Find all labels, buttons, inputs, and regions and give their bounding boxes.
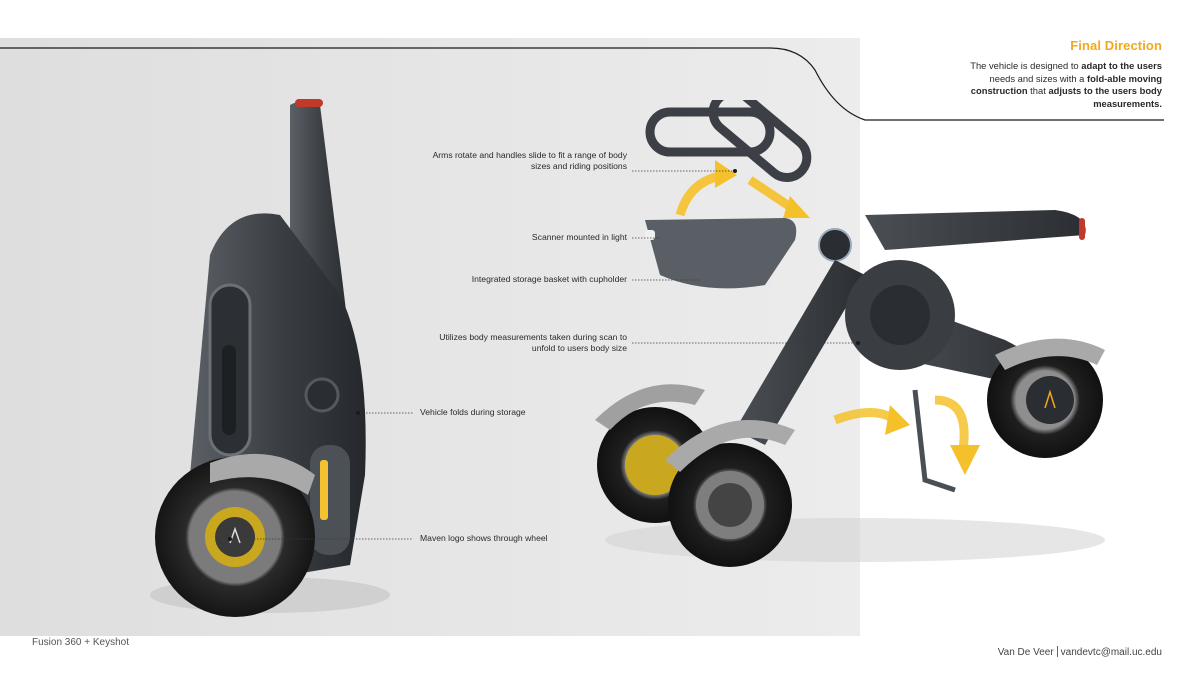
description-part: that (1027, 85, 1049, 97)
callout-basket: Integrated storage basket with cupholder (471, 274, 627, 284)
callout-logo: Maven logo shows through wheel (420, 533, 548, 543)
description-part: The vehicle is designed to (970, 60, 1082, 71)
author-credit: Van De Veer vandevtc@mail.uc.edu (998, 646, 1162, 658)
description-text: The vehicle is designed to adapt to the … (962, 60, 1162, 110)
separator (1056, 646, 1058, 657)
author-email[interactable]: vandevtc@mail.uc.edu (1060, 647, 1162, 658)
description-emphasis: fold-able moving construction (970, 72, 1162, 97)
callout-body-line2: unfold to users body size (531, 343, 627, 354)
author-name: Van De Veer (997, 647, 1054, 658)
callout-scanner: Scanner mounted in light (531, 232, 627, 242)
callout-body-line1: Utilizes body measurements taken during … (439, 332, 627, 342)
callout-folds: Vehicle folds during storage (420, 407, 526, 417)
software-credit: Fusion 360 + Keyshot (32, 637, 130, 648)
page-title: Final Direction (1070, 38, 1162, 53)
unfolded-vehicle-render (595, 100, 1105, 567)
description-emphasis: adjusts to the users body measurements. (1048, 85, 1162, 109)
callout-arms-line1: Arms rotate and handles slide to fit a r… (432, 150, 627, 160)
callout-arms-line2: sizes and riding positions (530, 161, 627, 172)
folded-vehicle-render (150, 99, 390, 617)
callout-arms: Arms rotate and handles slide to fit a r… (433, 150, 627, 173)
description-part: needs and sizes with a (989, 72, 1087, 84)
callout-body-measurements: Utilizes body measurements taken during … (439, 332, 627, 355)
description-emphasis: adapt to the users (1081, 60, 1162, 71)
